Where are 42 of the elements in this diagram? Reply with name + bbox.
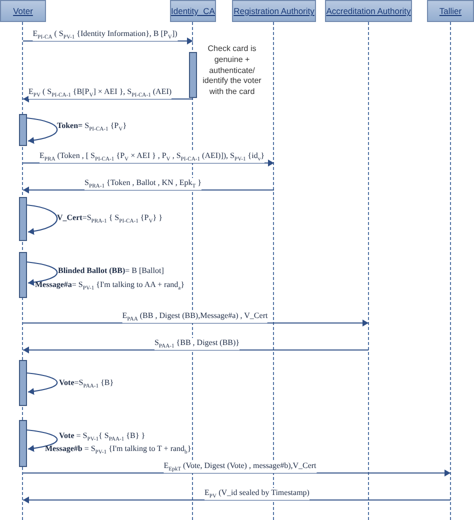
self-message-arrow [26, 204, 58, 235]
self-message-arrow [26, 429, 58, 452]
message-text: Message#b = S$_{PV-1}$ {I'm talking to T + rand$_{b}$} [45, 444, 192, 456]
note-text: Check card is genuine + authenticate/ identify the voter with the card [202, 44, 262, 98]
message-arrow [23, 346, 368, 354]
edge-label: E$_{EpkT}$ (Vote, Digest (Vote) , message#b),V_Cert [164, 461, 316, 473]
edge-label: E$_{PV}$ (V_id sealed by Timestamp) [204, 488, 310, 500]
lifeline [450, 22, 451, 520]
edge-label: Vote=S$_{PAA-1}$ {B} [59, 378, 114, 390]
self-message-arrow [26, 117, 58, 144]
message-arrow [23, 496, 450, 504]
activation-bar [19, 420, 27, 467]
lifeline-header: Accreditation Authority [325, 0, 412, 22]
edge-label: E$_{PI-CA}$ ( S$_{PV-1}$ {Identity Information}, B [P$_{V}$]) [32, 29, 178, 41]
activation-bar [19, 360, 27, 406]
activation-bar [19, 252, 27, 298]
edge-label: Token= S$_{PI-CA-1}$ {P$_{V}$} [57, 121, 127, 133]
edge-label: Vote = S$_{PV-1}${ S$_{PAA-1}$ {B} } [59, 431, 146, 443]
message-text: Message#a= S$_{PV-1}$ {I'm talking to AA + rand$_{a}$} [35, 280, 184, 292]
self-message-arrow [26, 372, 58, 395]
lifeline-header: Identity_CA [170, 0, 216, 22]
lifeline-header: Voter [0, 0, 46, 22]
edge-label: E$_{PRA}$ (Token , [ S$_{PI-CA-1}$ {P$_{V}$ × AEI } , P$_{V}$ , S$_{PI-CA-1}$ (AEI)]), S$_{PV-1}$ {id$_{v}$} [40, 151, 264, 163]
message-arrow [23, 160, 274, 166]
message-arrow [23, 470, 450, 476]
edge-label: V_Cert=S$_{PRA-1}$ { S$_{PI-CA-1}$ {P$_{V}$} } [57, 213, 162, 225]
message-arrow [23, 96, 193, 102]
message-arrow [23, 186, 274, 194]
activation-bar [189, 52, 197, 98]
activation-bar [19, 197, 27, 241]
lifeline-header: Registration Authority [232, 0, 316, 22]
edge-label: Blinded Ballot (BB)= B [Ballot] [58, 266, 164, 275]
lifeline [368, 22, 369, 520]
activation-bar [19, 114, 27, 146]
message-arrow [23, 320, 368, 326]
edge-label: S$_{PAA-1}$ {BB , Digest (BB)} [154, 338, 240, 350]
message-arrow [23, 38, 193, 44]
edge-label: S$_{PRA-1}$ {Token , Ballot , KN , Epk$_{T}$ } [84, 178, 202, 190]
lifeline-header: Tallier [427, 0, 474, 22]
self-message-arrow [26, 261, 58, 286]
edge-label: E$_{PV}$ ( S$_{PI-CA-1}$ {B[P$_{V}$] × AEI }, S$_{PI-CA-1}$ (AEI) [28, 87, 172, 99]
edge-label: E$_{PAA}$ (BB , Digest (BB),Message#a) , V_Cert [122, 311, 268, 323]
